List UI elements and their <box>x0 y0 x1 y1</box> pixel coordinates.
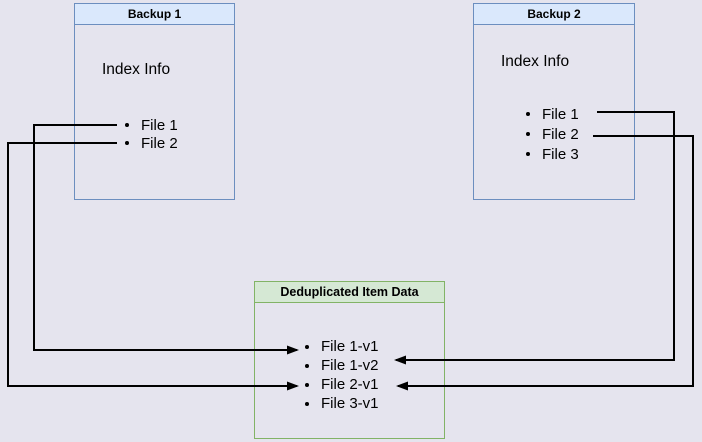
bullet-icon <box>526 112 530 116</box>
bullet-icon <box>526 132 530 136</box>
backup-1-title: Backup 1 <box>75 4 234 25</box>
backup-1-box: Backup 1 Index Info File 1 File 2 <box>74 3 235 200</box>
file-label: File 2 <box>141 134 178 152</box>
backup-2-file-list: File 1 File 2 File 3 <box>526 104 579 164</box>
backup-2-box: Backup 2 Index Info File 1 File 2 File 3 <box>473 3 635 200</box>
list-item: File 2 <box>125 134 178 152</box>
list-item: File 3-v1 <box>305 394 379 413</box>
bullet-icon <box>125 123 129 127</box>
list-item: File 1-v1 <box>305 337 379 356</box>
backup-1-file-list: File 1 File 2 <box>125 116 178 152</box>
file-label: File 2 <box>542 125 579 143</box>
bullet-icon <box>305 401 309 406</box>
item-label: File 2-v1 <box>321 376 379 393</box>
bullet-icon <box>305 382 309 387</box>
list-item: File 1 <box>526 104 579 124</box>
bullet-icon <box>305 344 309 349</box>
item-label: File 3-v1 <box>321 395 379 412</box>
bullet-icon <box>305 363 309 368</box>
item-label: File 1-v2 <box>321 357 379 374</box>
list-item: File 2-v1 <box>305 375 379 394</box>
file-label: File 3 <box>542 145 579 163</box>
list-item: File 1-v2 <box>305 356 379 375</box>
item-label: File 1-v1 <box>321 338 379 355</box>
backup-2-title: Backup 2 <box>474 4 634 25</box>
list-item: File 3 <box>526 144 579 164</box>
bullet-icon <box>125 141 129 145</box>
deduplicated-item-list: File 1-v1 File 1-v2 File 2-v1 File 3-v1 <box>305 337 379 413</box>
deduplicated-item-data-box: Deduplicated Item Data File 1-v1 File 1-… <box>254 281 445 439</box>
backup-1-index-info-label: Index Info <box>102 61 171 78</box>
list-item: File 2 <box>526 124 579 144</box>
deduplicated-item-data-title: Deduplicated Item Data <box>255 282 444 303</box>
list-item: File 1 <box>125 116 178 134</box>
file-label: File 1 <box>542 105 579 123</box>
file-label: File 1 <box>141 116 178 134</box>
bullet-icon <box>526 152 530 156</box>
backup-2-index-info-label: Index Info <box>501 53 570 70</box>
